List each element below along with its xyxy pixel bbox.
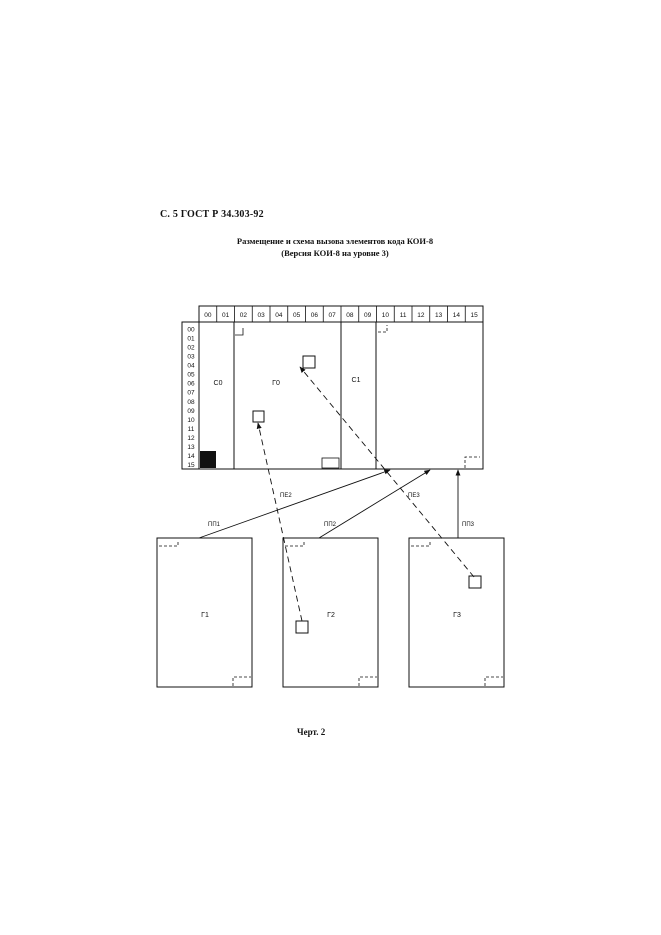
corner-mark-g2-bottomright	[358, 676, 377, 686]
set-g3-label: Г3	[453, 612, 461, 619]
row-label: 00	[187, 326, 195, 333]
arrow-pp2-label: ПП2	[324, 522, 337, 528]
arrow-pp1	[198, 469, 391, 539]
set-g3-box	[408, 537, 505, 688]
figure-subtitle: (Версия КОИ-8 на уровне 3)	[281, 248, 389, 258]
filled-cell	[200, 451, 216, 468]
code-table	[181, 321, 484, 470]
corner-mark-g1-bottomright	[232, 676, 251, 686]
page-header: С. 5 ГОСТ Р 34.303-92	[160, 209, 264, 220]
column-label: 00	[204, 312, 212, 319]
arrow-pp3-label: ПП3	[462, 522, 475, 528]
column-label: 11	[400, 312, 407, 319]
row-label: 12	[187, 435, 195, 442]
column-label: 01	[222, 312, 230, 319]
set-g1-label: Г1	[201, 612, 209, 619]
region-c1-label: C1	[352, 377, 361, 384]
figure-caption: Черт. 2	[297, 727, 326, 737]
corner-mark-upper-topleft	[378, 325, 388, 333]
arrow-pp2	[318, 469, 431, 539]
set-g2-label: Г2	[327, 612, 335, 619]
row-label: 14	[187, 453, 195, 460]
row-label: 01	[187, 335, 195, 342]
arrow-pe2	[256, 422, 303, 622]
g0-cell-square-a	[302, 355, 316, 369]
row-label: 13	[187, 444, 195, 451]
column-label: 05	[293, 312, 301, 319]
corner-mark-g2-topleft	[285, 540, 305, 547]
row-label: 06	[187, 381, 195, 388]
g3-cell-square	[468, 575, 482, 589]
column-label: 04	[275, 312, 283, 319]
g0-cell-square-b	[252, 410, 265, 423]
column-label: 13	[435, 312, 443, 319]
column-label: 10	[382, 312, 390, 319]
column-label: 07	[329, 312, 337, 319]
row-label: 15	[187, 462, 195, 469]
figure-title: Размещение и схема вызова элементов кода…	[236, 236, 434, 246]
arrow-pe2-label: ПЕ2	[280, 493, 292, 499]
column-label: 14	[453, 312, 461, 319]
column-label: 03	[258, 312, 266, 319]
region-c0-label: C0	[214, 380, 223, 387]
corner-mark-g0-topleft	[235, 328, 244, 336]
row-label: 03	[187, 353, 195, 360]
arrow-pp1-label: ПП1	[208, 522, 221, 528]
set-g2-box	[282, 537, 379, 688]
row-label: 04	[187, 363, 195, 370]
column-label: 15	[471, 312, 479, 319]
row-label: 05	[187, 372, 195, 379]
arrow-pe3	[299, 366, 475, 578]
set-g1-box	[156, 537, 253, 688]
corner-mark-g3-topleft	[411, 540, 431, 547]
corner-mark-upper-bottomright	[464, 456, 480, 468]
corner-mark-g1-topleft	[159, 540, 179, 547]
column-label: 02	[240, 312, 248, 319]
row-label: 07	[187, 390, 195, 397]
corner-mark-g0-bottomright	[321, 457, 340, 469]
column-label: 08	[346, 312, 354, 319]
column-dividers	[216, 306, 466, 322]
row-label: 08	[187, 399, 195, 406]
row-labels: 00 01 02 03 04 05 06 07 08 09 10 11 12 13 14 15	[187, 326, 195, 469]
row-label: 11	[188, 426, 195, 433]
column-label: 09	[364, 312, 372, 319]
row-label: 10	[187, 417, 195, 424]
arrow-pe3-label: ПЕ3	[408, 493, 420, 499]
column-label: 06	[311, 312, 319, 319]
row-label: 02	[187, 344, 195, 351]
column-labels: 00 01 02 03 04 05 06 07 08 09 10 11 12 13 14 15	[204, 312, 478, 319]
corner-mark-g3-bottomright	[484, 676, 503, 686]
g2-cell-square	[295, 620, 309, 634]
region-g0-label: Г0	[272, 380, 280, 387]
row-label: 09	[187, 408, 195, 415]
column-label: 12	[417, 312, 425, 319]
